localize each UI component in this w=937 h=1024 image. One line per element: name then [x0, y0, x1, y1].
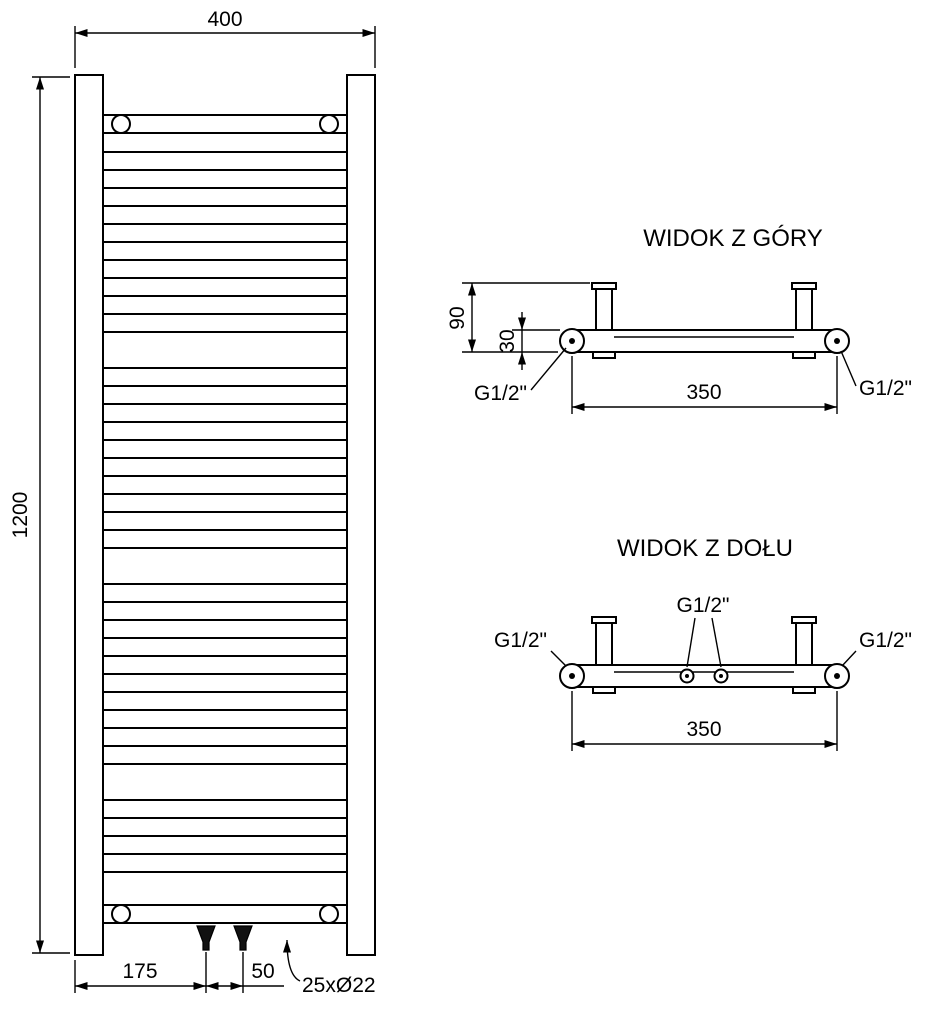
top-mounting-bracket: [103, 114, 347, 134]
dim-bracket-depth-label: 90: [446, 306, 469, 329]
radiator-rungs: [103, 151, 347, 873]
bracket-foot: [592, 351, 616, 359]
rung-note: 25xØ22: [283, 939, 376, 997]
top-view-dimensions: 90 30 350 G1/2" G1/2": [446, 282, 912, 414]
top-view-title: WIDOK Z GÓRY: [643, 225, 823, 252]
dim-connection-spacing-label: 350: [686, 381, 721, 404]
mounting-circle: [319, 114, 339, 134]
rung-note-leader: [283, 939, 301, 982]
dimension-height: 1200: [9, 76, 70, 954]
bottom-view-title: WIDOK Z DOŁU: [617, 535, 793, 562]
radiator-profile: [569, 329, 839, 353]
valve-left: [196, 925, 216, 951]
dim-left-offset-label: 175: [122, 960, 157, 983]
top-view-object: [559, 282, 850, 359]
rung-note-label: 25xØ22: [302, 974, 376, 997]
bottom-mounting-bracket: [103, 904, 347, 924]
mounting-circle: [111, 904, 131, 924]
connection-left-label: G1/2": [474, 382, 527, 405]
wall-bracket: [795, 622, 813, 666]
right-collector-tube: [346, 74, 376, 956]
connection-left-label: G1/2": [494, 629, 547, 652]
bottom-view-dimensions: G1/2" G1/2" G1/2" 350: [494, 594, 912, 751]
dim-height-label: 1200: [9, 492, 32, 539]
left-collector-tube: [74, 74, 104, 956]
mounting-circle: [319, 904, 339, 924]
mounting-circle: [111, 114, 131, 134]
radiator-profile: [569, 664, 839, 688]
bottom-valves: [196, 925, 253, 951]
wall-bracket: [795, 288, 813, 331]
bottom-view-object: [559, 616, 850, 694]
bracket-foot: [792, 686, 816, 694]
dim-tube-depth-label: 30: [496, 329, 519, 352]
dimension-valve-offsets: 175 50: [74, 952, 284, 993]
front-view: [74, 74, 376, 956]
valve-right: [233, 925, 253, 951]
wall-bracket: [595, 288, 613, 331]
bracket-foot: [592, 686, 616, 694]
wall-bracket: [595, 622, 613, 666]
connection-center-label: G1/2": [677, 594, 730, 617]
dim-connection-spacing-label: 350: [686, 718, 721, 741]
bracket-foot: [792, 351, 816, 359]
top-view: WIDOK Z GÓRY 90 30: [446, 225, 912, 414]
dim-valve-spacing-label: 50: [251, 960, 274, 983]
connection-right-label: G1/2": [859, 377, 912, 400]
bottom-view: WIDOK Z DOŁU G1/2" G1/2": [494, 535, 912, 751]
connection-right-label: G1/2": [859, 629, 912, 652]
front-view-dimensions: 400 1200 175 50 25xØ22: [9, 8, 376, 997]
dimension-width: 400: [74, 8, 376, 68]
dim-width-label: 400: [207, 8, 242, 31]
